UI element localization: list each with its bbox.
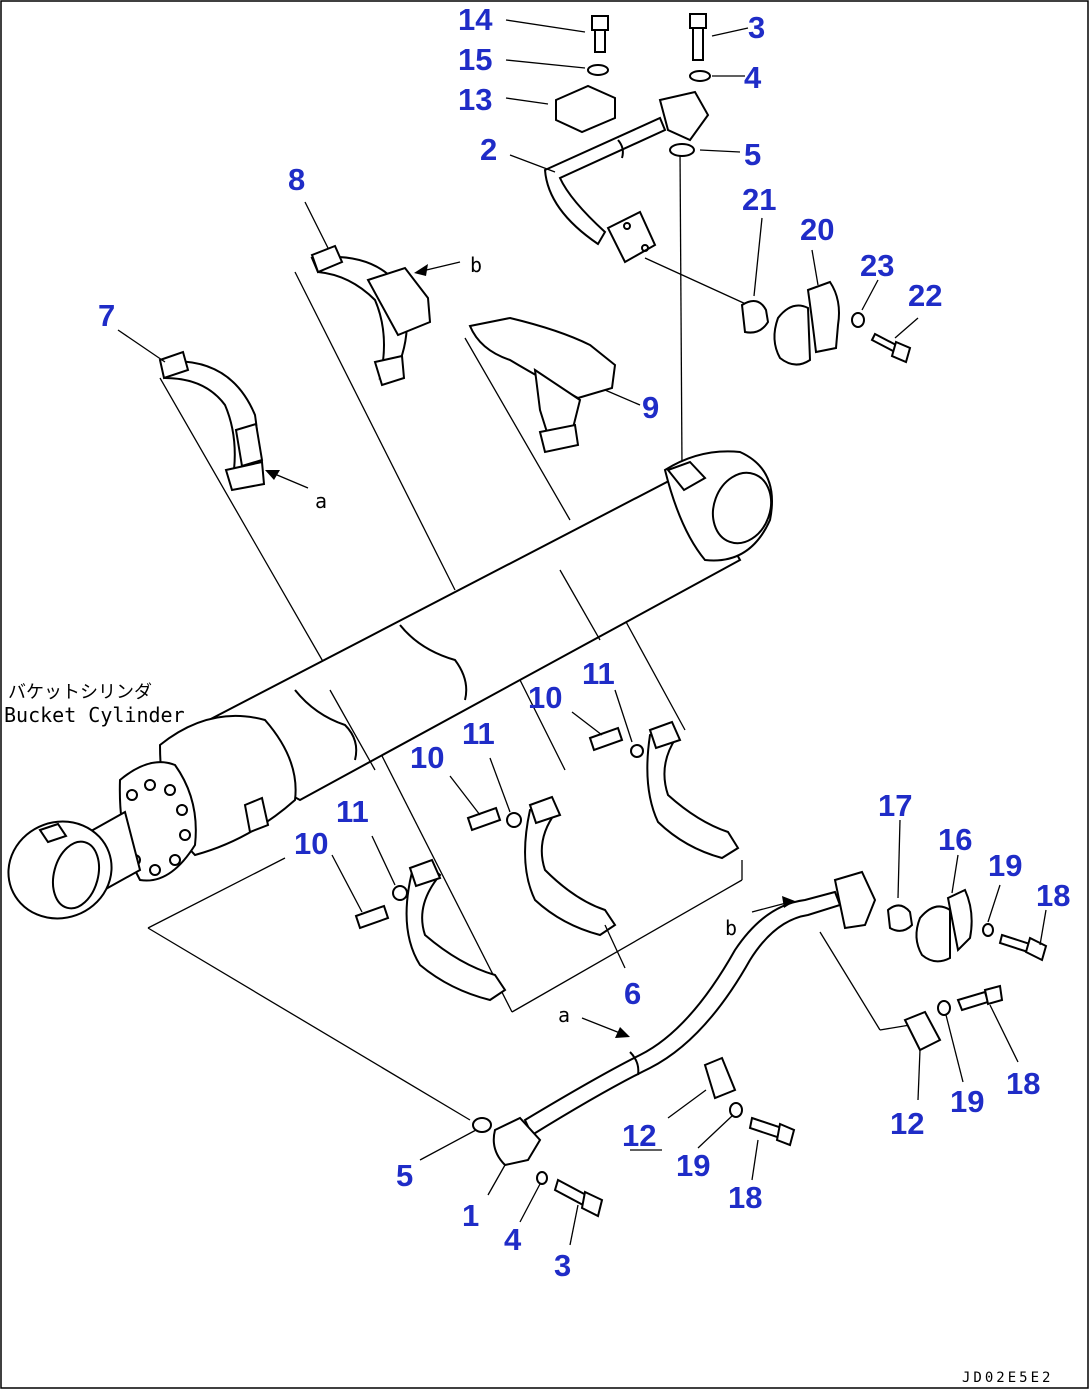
callout-3-top: 3 bbox=[748, 10, 765, 45]
callout-20: 20 bbox=[800, 212, 834, 247]
callout-4-top: 4 bbox=[744, 60, 762, 95]
view-arrows bbox=[265, 261, 795, 1038]
parts-17-16-19-18 bbox=[886, 888, 1048, 963]
label-a-lower: a bbox=[558, 1003, 570, 1027]
callout-12-b: 12 bbox=[622, 1118, 656, 1153]
callout-19-a: 19 bbox=[988, 848, 1022, 883]
bucket-cylinder bbox=[7, 450, 773, 920]
callout-numbers: 14 15 13 3 4 2 5 8 21 20 23 22 7 9 11 10… bbox=[98, 2, 1070, 1283]
annotations: b a b a バケットシリンダ Bucket Cylinder JD02E5E… bbox=[4, 253, 1053, 1386]
leader-lines bbox=[147, 149, 911, 1121]
parts-14-15-13 bbox=[555, 15, 616, 134]
callout-leaders bbox=[117, 19, 1047, 1246]
callout-19-c: 19 bbox=[676, 1148, 710, 1183]
label-b-upper: b bbox=[470, 253, 482, 277]
callout-8: 8 bbox=[288, 162, 305, 197]
parts-4-3-lower bbox=[536, 1171, 604, 1218]
label-cylinder-jp: バケットシリンダ bbox=[8, 682, 152, 703]
callout-3-bottom: 3 bbox=[554, 1248, 571, 1283]
callout-11-c: 11 bbox=[336, 794, 369, 829]
callout-7: 7 bbox=[98, 298, 115, 333]
callout-18-c: 18 bbox=[728, 1180, 762, 1215]
lower-clamps-6 bbox=[405, 720, 740, 1002]
pipe-1 bbox=[472, 870, 877, 1167]
callout-1: 1 bbox=[462, 1198, 479, 1233]
callout-12-a: 12 bbox=[890, 1106, 924, 1141]
callout-17: 17 bbox=[878, 788, 912, 823]
callout-18-a: 18 bbox=[1036, 878, 1070, 913]
callout-23: 23 bbox=[860, 248, 894, 283]
clamp-8 bbox=[310, 244, 432, 387]
label-cylinder-en: Bucket Cylinder bbox=[4, 703, 185, 727]
callout-5-top: 5 bbox=[744, 137, 761, 172]
callout-9: 9 bbox=[642, 390, 659, 425]
callout-10-b: 10 bbox=[410, 740, 444, 775]
callout-11-a: 11 bbox=[582, 656, 615, 691]
clamp-7 bbox=[158, 350, 266, 492]
callout-10-a: 10 bbox=[528, 680, 562, 715]
parts-12-19-18-right bbox=[903, 984, 1004, 1052]
callout-4-bottom: 4 bbox=[504, 1222, 522, 1257]
bolts-10-washers-11 bbox=[354, 726, 644, 930]
callout-13: 13 bbox=[458, 82, 492, 117]
callout-11-b: 11 bbox=[462, 716, 495, 751]
callout-22: 22 bbox=[908, 278, 942, 313]
callout-16: 16 bbox=[938, 822, 972, 857]
label-a-upper: a bbox=[315, 489, 327, 513]
callout-15: 15 bbox=[458, 42, 492, 77]
drawing-reference: JD02E5E2 bbox=[962, 1370, 1053, 1386]
callout-19-b: 19 bbox=[950, 1084, 984, 1119]
parts-12-19-18-lower bbox=[703, 1056, 796, 1147]
parts-3-4-top bbox=[669, 13, 711, 157]
pipe-2 bbox=[543, 90, 710, 264]
callout-5-bottom: 5 bbox=[396, 1158, 413, 1193]
callout-14: 14 bbox=[458, 2, 493, 37]
callout-2: 2 bbox=[480, 132, 497, 167]
callout-6: 6 bbox=[624, 976, 641, 1011]
label-b-lower: b bbox=[725, 916, 737, 940]
callout-21: 21 bbox=[742, 182, 776, 217]
callout-10-c: 10 bbox=[294, 826, 328, 861]
callout-18-b: 18 bbox=[1006, 1066, 1040, 1101]
parts-21-20-23-22 bbox=[740, 280, 912, 366]
bracket-9 bbox=[468, 316, 617, 454]
